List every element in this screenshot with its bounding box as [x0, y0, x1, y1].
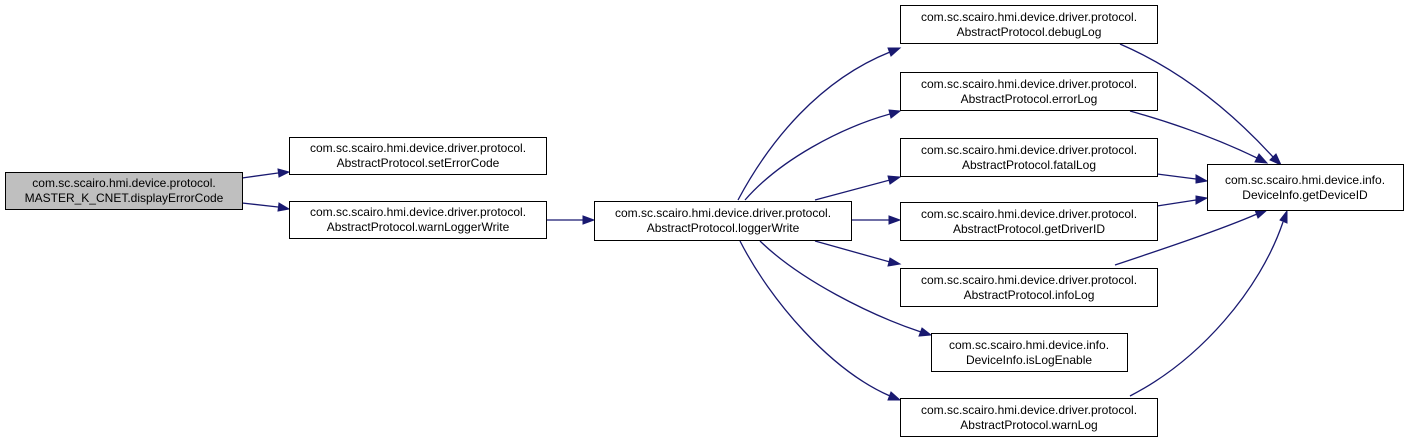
node-label-line2: AbstractProtocol.errorLog	[961, 92, 1098, 106]
edge-loggerWrite-to-fatalLog	[814, 175, 902, 201]
node-label-line2: AbstractProtocol.getDriverID	[953, 222, 1105, 236]
node-label-line1: com.sc.scairo.hmi.device.driver.protocol…	[921, 143, 1137, 157]
edge-debugLog-to-getDeviceID	[1119, 43, 1283, 167]
node-label-line2: AbstractProtocol.fatalLog	[962, 158, 1096, 172]
node-debugLog[interactable]: com.sc.scairo.hmi.device.driver.protocol…	[900, 5, 1158, 44]
edge-loggerWrite-to-debugLog	[737, 47, 902, 201]
node-errorLog[interactable]: com.sc.scairo.hmi.device.driver.protocol…	[900, 72, 1158, 111]
node-label-line1: com.sc.scairo.hmi.device.driver.protocol…	[921, 77, 1137, 91]
node-label-line1: com.sc.scairo.hmi.device.driver.protocol…	[310, 141, 526, 155]
node-label-line1: com.sc.scairo.hmi.device.driver.protocol…	[921, 403, 1137, 417]
edge-loggerWrite-to-warnLog	[739, 240, 902, 401]
node-label-line2: MASTER_K_CNET.displayErrorCode	[25, 191, 224, 205]
node-isLogEnable[interactable]: com.sc.scairo.hmi.device.info. DeviceInf…	[931, 333, 1128, 372]
node-label-line2: DeviceInfo.isLogEnable	[966, 353, 1092, 367]
edge-loggerWrite-to-errorLog	[744, 109, 902, 201]
node-label-line1: com.sc.scairo.hmi.device.protocol.	[32, 176, 215, 190]
edge-warnLoggerWrite-to-loggerWrite	[546, 215, 596, 225]
edge-errorLog-to-getDeviceID	[1129, 110, 1269, 164]
node-loggerWrite[interactable]: com.sc.scairo.hmi.device.driver.protocol…	[594, 201, 852, 241]
node-label-line2: AbstractProtocol.setErrorCode	[337, 156, 500, 170]
node-label-line1: com.sc.scairo.hmi.device.driver.protocol…	[921, 10, 1137, 24]
node-getDriverID[interactable]: com.sc.scairo.hmi.device.driver.protocol…	[900, 202, 1158, 241]
edge-getDriverID-to-getDeviceID	[1156, 195, 1209, 207]
node-label-line1: com.sc.scairo.hmi.device.info.	[949, 338, 1109, 352]
edge-root-to-warnLoggerWrite	[241, 202, 291, 212]
node-root-displayErrorCode[interactable]: com.sc.scairo.hmi.device.protocol. MASTE…	[5, 172, 243, 210]
node-warnLog[interactable]: com.sc.scairo.hmi.device.driver.protocol…	[900, 398, 1158, 437]
node-label-line1: com.sc.scairo.hmi.device.driver.protocol…	[310, 205, 526, 219]
edge-fatalLog-to-getDeviceID	[1156, 173, 1209, 184]
node-setErrorCode[interactable]: com.sc.scairo.hmi.device.driver.protocol…	[289, 137, 547, 175]
edge-warnLog-to-getDeviceID	[1129, 209, 1288, 397]
node-label-line1: com.sc.scairo.hmi.device.driver.protocol…	[921, 273, 1137, 287]
node-label-line1: com.sc.scairo.hmi.device.driver.protocol…	[921, 207, 1137, 221]
node-label-line2: AbstractProtocol.warnLoggerWrite	[327, 220, 510, 234]
node-label-line2: AbstractProtocol.loggerWrite	[647, 221, 800, 235]
edge-root-to-setErrorCode	[241, 168, 291, 179]
edge-loggerWrite-to-infoLog	[814, 240, 902, 267]
node-label-line2: DeviceInfo.getDeviceID	[1242, 188, 1368, 202]
edge-loggerWrite-to-getDriverID	[852, 215, 902, 225]
node-infoLog[interactable]: com.sc.scairo.hmi.device.driver.protocol…	[900, 268, 1158, 307]
node-getDeviceID[interactable]: com.sc.scairo.hmi.device.info. DeviceInf…	[1207, 164, 1404, 211]
node-warnLoggerWrite[interactable]: com.sc.scairo.hmi.device.driver.protocol…	[289, 201, 547, 239]
node-fatalLog[interactable]: com.sc.scairo.hmi.device.driver.protocol…	[900, 138, 1158, 177]
node-label-line1: com.sc.scairo.hmi.device.info.	[1225, 173, 1385, 187]
node-label-line2: AbstractProtocol.debugLog	[957, 25, 1102, 39]
node-label-line1: com.sc.scairo.hmi.device.driver.protocol…	[615, 206, 831, 220]
node-label-line2: AbstractProtocol.warnLog	[960, 418, 1097, 432]
edge-loggerWrite-to-isLogEnable	[759, 240, 933, 337]
node-label-line2: AbstractProtocol.infoLog	[964, 288, 1095, 302]
